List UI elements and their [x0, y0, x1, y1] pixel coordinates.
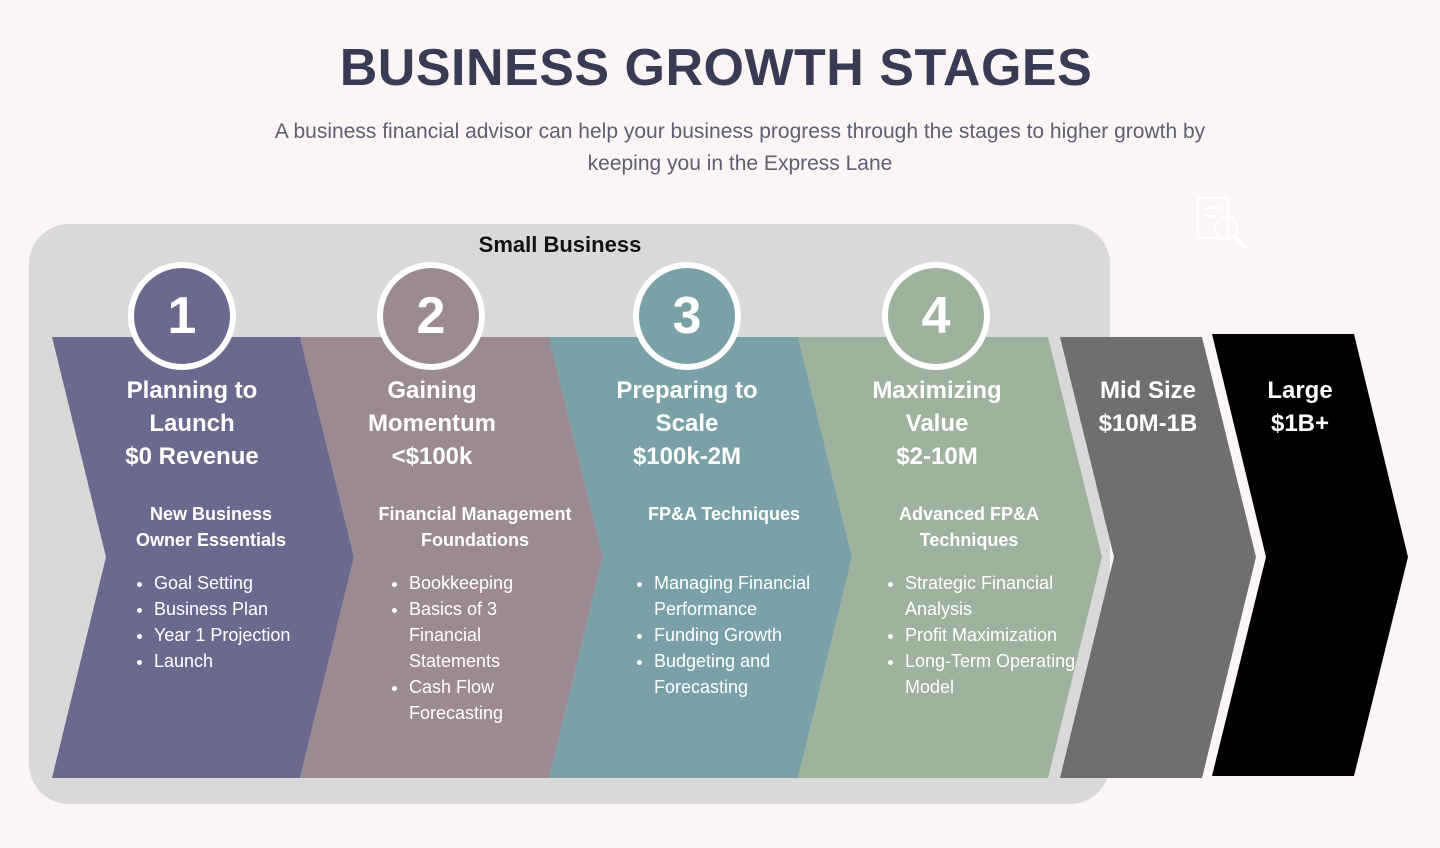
stage-2-title-line: Gaining	[387, 377, 477, 404]
stage-mid-size-chevron	[1060, 337, 1256, 778]
stage-1-bullet-list: Goal Setting Business Plan Year 1 Projec…	[135, 570, 334, 674]
stage-2-subtitle: Financial Management Foundations	[360, 501, 590, 553]
list-item: Launch	[154, 648, 334, 674]
list-item: Profit Maximization	[905, 622, 1085, 648]
stage-2-revenue: <$100k	[391, 443, 473, 470]
stage-3-subtitle: FP&A Techniques	[624, 501, 824, 527]
list-item: Goal Setting	[154, 570, 334, 596]
list-item: Bookkeeping	[409, 570, 539, 596]
stage-4-revenue: $2-10M	[896, 443, 978, 470]
stage-mid-size-title-line: Mid Size	[1099, 377, 1196, 404]
stage-3-revenue: $100k-2M	[632, 443, 742, 470]
stage-1-title: Planning to Launch $0 Revenue	[92, 374, 292, 473]
stage-3-title: Preparing to Scale $100k-2M	[587, 374, 787, 473]
stage-2-bullet-list: Bookkeeping Basics of 3 Financial Statem…	[390, 570, 539, 726]
stage-2-title-line: Momentum	[368, 410, 496, 437]
stage-2-chevron	[300, 337, 603, 778]
stage-4-chevron	[798, 337, 1102, 778]
list-item: Business Plan	[154, 596, 334, 622]
stage-3-bullet-list: Managing Financial Performance Funding G…	[635, 570, 814, 700]
stage-2-number-badge: 2	[377, 262, 485, 370]
stage-1-subtitle: New Business Owner Essentials	[111, 501, 311, 553]
list-item: Basics of 3 Financial Statements	[409, 596, 539, 674]
list-item: Managing Financial Performance	[654, 570, 814, 622]
stage-3-number-badge: 3	[633, 262, 741, 370]
stage-4-subtitle: Advanced FP&A Techniques	[869, 501, 1069, 553]
stage-large-revenue: $1B+	[1270, 410, 1330, 437]
stage-large-title-line: Large	[1267, 377, 1333, 404]
stage-4-title-line: Maximizing	[872, 377, 1002, 404]
stage-4-subtitle-line: Advanced FP&A	[898, 504, 1040, 524]
stage-3-chevron	[549, 337, 852, 778]
stage-4-title-line: Value	[905, 410, 969, 437]
stage-4-subtitle-line: Techniques	[919, 530, 1019, 550]
stage-1-title-line: Launch	[149, 410, 235, 437]
list-item: Budgeting and Forecasting	[654, 648, 814, 700]
stage-3-title-line: Preparing to	[616, 377, 758, 404]
stage-large-title: Large $1B+	[1230, 374, 1370, 440]
page-subtitle: A business financial advisor can help yo…	[274, 120, 1206, 175]
list-item: Year 1 Projection	[154, 622, 334, 648]
stage-mid-size-title: Mid Size $10M-1B	[1078, 374, 1218, 440]
magnifier-document-icon	[1196, 196, 1248, 250]
stage-2-subtitle-line: Financial Management	[378, 504, 572, 524]
page-title: BUSINESS GROWTH STAGES	[339, 39, 1093, 97]
list-item: Funding Growth	[654, 622, 814, 648]
small-business-label: Small Business	[478, 232, 642, 257]
stage-large-chevron	[1212, 334, 1408, 776]
list-item: Long-Term Operating Model	[905, 648, 1085, 700]
list-item: Strategic Financial Analysis	[905, 570, 1085, 622]
stage-3-subtitle-line: FP&A Techniques	[647, 504, 800, 524]
stage-2-subtitle-line: Foundations	[421, 530, 529, 550]
stage-4-number-badge: 4	[882, 262, 990, 370]
stage-mid-size-revenue: $10M-1B	[1098, 410, 1198, 437]
list-item: Cash Flow Forecasting	[409, 674, 539, 726]
stage-1-number-badge: 1	[128, 262, 236, 370]
stage-3-title-line: Scale	[655, 410, 719, 437]
stage-1-chevron	[52, 337, 354, 778]
stage-2-title: Gaining Momentum <$100k	[332, 374, 532, 473]
stage-1-subtitle-line: New Business	[149, 504, 273, 524]
stage-4-bullet-list: Strategic Financial Analysis Profit Maxi…	[886, 570, 1085, 700]
stage-1-revenue: $0 Revenue	[125, 443, 259, 470]
stage-1-title-line: Planning to	[126, 377, 258, 404]
stage-1-subtitle-line: Owner Essentials	[135, 530, 287, 550]
stage-4-title: Maximizing Value $2-10M	[837, 374, 1037, 473]
